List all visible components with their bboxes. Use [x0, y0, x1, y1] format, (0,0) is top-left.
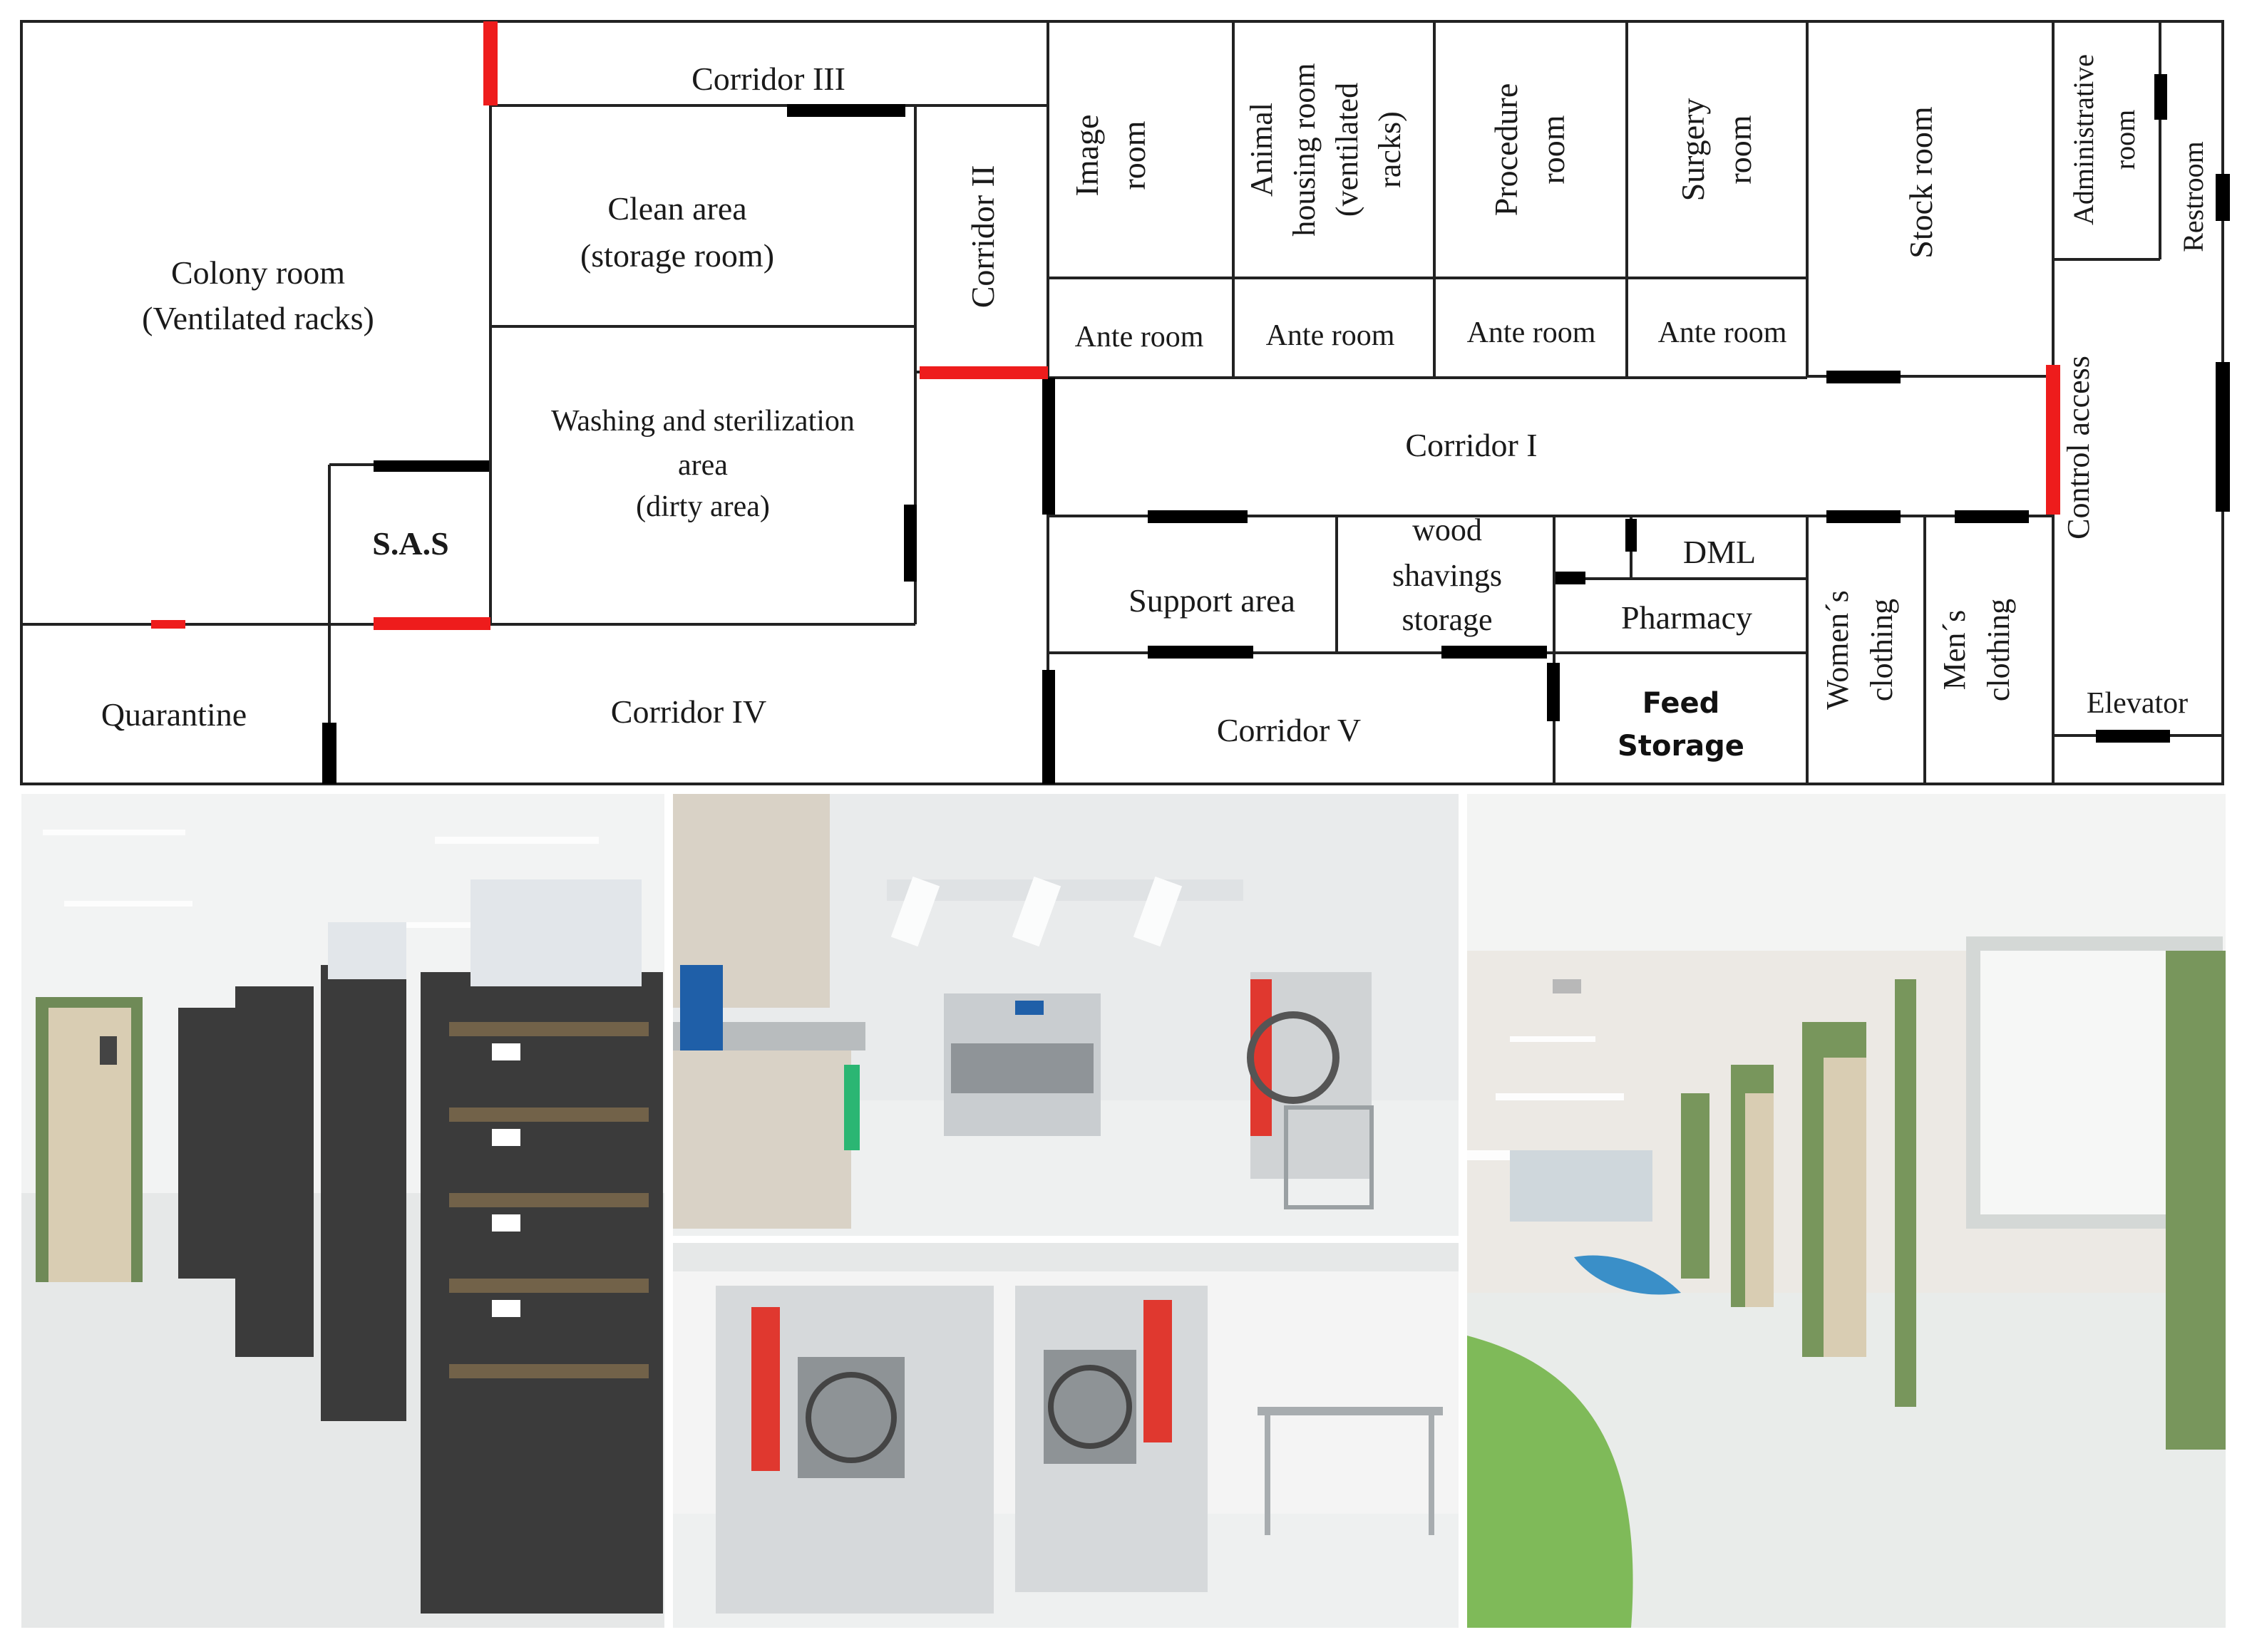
door: [1826, 510, 1901, 523]
restricted-door: [920, 366, 1048, 379]
washer-machine: [944, 993, 1101, 1136]
clean-area-label: Clean area(storage room): [580, 190, 774, 274]
rack-blower: [328, 879, 642, 986]
door: [2216, 174, 2230, 221]
door: [322, 723, 336, 784]
corridor-ii-label: Corridor II: [965, 165, 1001, 309]
pharmacy-label: Pharmacy: [1621, 599, 1752, 636]
restricted-door: [374, 617, 490, 630]
restroom-label: Restroom: [2177, 141, 2209, 252]
restricted-door: [483, 21, 498, 105]
autoclave-door: [1015, 1286, 1208, 1592]
door: [904, 505, 917, 582]
autoclave-door: [716, 1286, 994, 1614]
door: [1547, 663, 1560, 721]
washing-room-photo: [673, 794, 1459, 1236]
quarantine-label: Quarantine: [101, 696, 247, 733]
restricted-door: [2046, 365, 2060, 515]
standard-doors: [322, 74, 2230, 784]
door: [1955, 510, 2029, 523]
sas-label: S.A.S: [372, 525, 448, 562]
control-access-label: Control access: [2061, 356, 2096, 540]
door: [1148, 510, 1248, 523]
ante-room-1-label: Ante room: [1075, 321, 1204, 353]
green-door: [36, 997, 143, 1282]
colony-room-photo: [21, 794, 664, 1628]
autoclave-photo: [673, 1243, 1459, 1628]
door: [2216, 362, 2230, 512]
door: [374, 460, 489, 472]
door: [1625, 519, 1637, 552]
door: [1556, 572, 1585, 584]
floor-plan: Colony room(Ventilated racks) Corridor I…: [20, 20, 2230, 785]
corridor-photo: [1467, 794, 2226, 1628]
corridor-v-label: Corridor V: [1217, 712, 1361, 748]
door: [2096, 730, 2170, 743]
ante-room-4-label: Ante room: [1658, 316, 1787, 349]
dml-label: DML: [1683, 534, 1756, 570]
elevator-label: Elevator: [2087, 687, 2188, 720]
door: [1042, 378, 1055, 515]
colony-room-label: Colony room(Ventilated racks): [142, 254, 374, 336]
door: [787, 104, 905, 117]
corridor-iv-label: Corridor IV: [611, 693, 766, 730]
corridor-iii-label: Corridor III: [691, 61, 845, 97]
autoclave: [1247, 972, 1372, 1179]
ante-room-2-label: Ante room: [1266, 319, 1395, 352]
door: [1148, 646, 1253, 659]
support-area-label: Support area: [1128, 582, 1295, 619]
door: [1441, 646, 1547, 659]
restricted-door: [151, 620, 185, 629]
restricted-doors: [151, 21, 2060, 630]
stock-room-label: Stock room: [1903, 106, 1939, 259]
door: [1826, 371, 1901, 383]
corridor-i-label: Corridor I: [1405, 427, 1537, 463]
ante-room-3-label: Ante room: [1467, 316, 1596, 349]
door: [1042, 670, 1055, 784]
door: [2154, 74, 2167, 120]
